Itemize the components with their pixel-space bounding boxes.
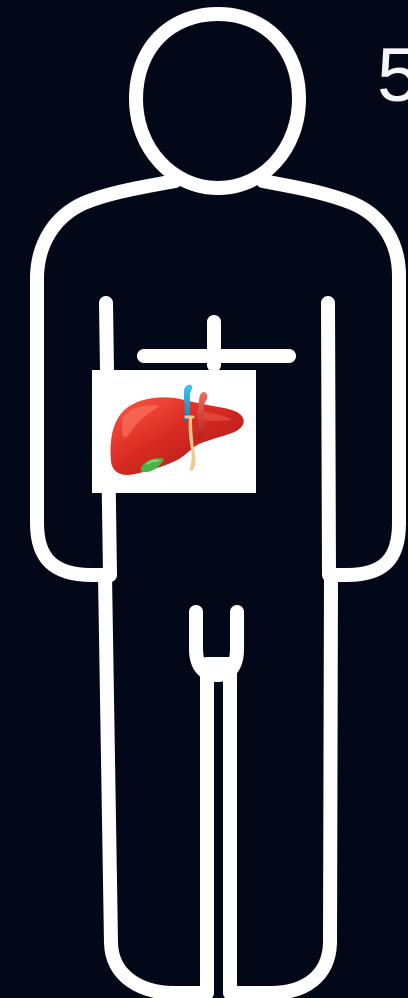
corner-number: 5 [377, 38, 408, 114]
head-outline [136, 14, 299, 188]
liver-lobe [111, 397, 244, 475]
liver-icon [92, 370, 256, 493]
right-arm-line [328, 303, 329, 575]
liver-card [92, 370, 256, 493]
body-outline [37, 181, 399, 993]
